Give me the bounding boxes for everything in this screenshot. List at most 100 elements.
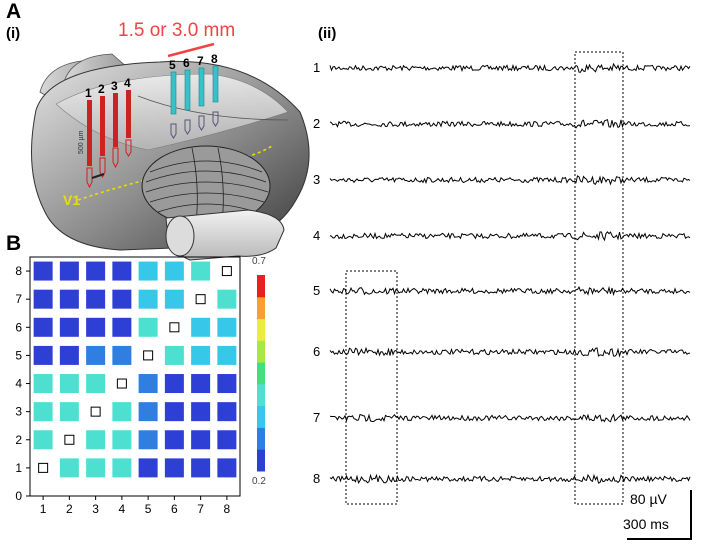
heatmap-cell — [112, 402, 132, 422]
heatmap-cell — [164, 261, 184, 281]
heatmap-cell — [217, 317, 237, 337]
trace-label-4: 4 — [313, 228, 321, 243]
trace-label-2: 2 — [313, 116, 321, 131]
probe-label-7: 7 — [197, 54, 204, 68]
lfp-trace — [329, 346, 691, 358]
colorbar-segment — [257, 449, 265, 472]
heatmap-cell — [86, 374, 106, 394]
colorbar-segment — [257, 383, 265, 407]
v1-boundary — [77, 145, 273, 201]
probe-label-1: 1 — [85, 86, 92, 100]
probe-label-8: 8 — [211, 52, 218, 66]
heatmap-cell — [33, 402, 53, 422]
heatmap-cell — [86, 345, 106, 365]
colorbar-segment — [257, 340, 265, 363]
heatmap-cell — [59, 317, 79, 337]
heatmap-cell — [191, 402, 211, 422]
heatmap-cell — [191, 317, 211, 337]
heatmap-cell — [191, 261, 211, 281]
x-tick-label: 1 — [40, 502, 47, 516]
heatmap-cell — [33, 430, 53, 450]
heatmap-cell — [217, 374, 237, 394]
probe-label-4: 4 — [124, 76, 131, 90]
region-label-v1: V1 — [63, 192, 81, 208]
heatmap-cell — [138, 430, 158, 450]
heatmap-cell — [112, 289, 132, 309]
heatmap-cell — [112, 345, 132, 365]
heatmap-cell — [164, 289, 184, 309]
heatmap-cell — [164, 430, 184, 450]
lfp-trace — [329, 119, 691, 129]
heatmap-cell — [33, 345, 53, 365]
lfp-trace — [329, 175, 691, 186]
heatmap-cell — [138, 289, 158, 309]
heatmap-cell — [33, 289, 53, 309]
lfp-trace — [329, 285, 691, 297]
probe-label-6: 6 — [183, 56, 190, 70]
heatmap-cell — [86, 317, 106, 337]
heatmap-cell — [33, 261, 53, 281]
probe-label-2: 2 — [98, 82, 105, 96]
y-tick-label: 0 — [15, 489, 22, 503]
trace-label-6: 6 — [313, 344, 321, 359]
y-tick-label: 1 — [15, 461, 22, 475]
lfp-trace — [329, 231, 691, 242]
lfp-trace — [329, 413, 691, 423]
y-tick-label: 3 — [15, 405, 22, 419]
heatmap-cell — [191, 345, 211, 365]
trace-label-8: 8 — [313, 471, 321, 486]
colorbar-segment — [257, 296, 265, 320]
y-tick-label: 7 — [15, 292, 22, 306]
heatmap-cell — [138, 317, 158, 337]
y-tick-label: 6 — [15, 320, 22, 334]
heatmap-cell — [112, 458, 132, 478]
heatmap-cell — [191, 458, 211, 478]
depth-bar — [167, 42, 215, 58]
heatmap-cell — [112, 261, 132, 281]
probe-label-5: 5 — [169, 58, 176, 72]
heatmap-diagonal-cell — [90, 406, 101, 417]
heatmap-cell — [59, 374, 79, 394]
heatmap-cell — [217, 289, 237, 309]
panel-a-ii-label: (ii) — [318, 25, 337, 42]
heatmap-cell — [59, 289, 79, 309]
heatmap-cell — [112, 430, 132, 450]
highlight-box-early — [345, 270, 398, 505]
trace-label-1: 1 — [313, 60, 321, 75]
heatmap-cell — [86, 458, 106, 478]
colorbar-segment — [257, 362, 265, 385]
heatmap-cell — [191, 430, 211, 450]
heatmap-cell — [86, 430, 106, 450]
trace-label-3: 3 — [313, 172, 321, 187]
panel-b-letter: B — [6, 232, 22, 255]
heatmap-cell — [217, 345, 237, 365]
heatmap-cell — [86, 261, 106, 281]
x-tick-label: 8 — [224, 502, 231, 516]
heatmap-cell — [217, 430, 237, 450]
heatmap-diagonal-cell — [38, 462, 49, 473]
heatmap-cell — [33, 374, 53, 394]
heatmap-cell — [164, 345, 184, 365]
trace-label-5: 5 — [313, 283, 321, 298]
colorbar-max-label: 0.7 — [252, 256, 266, 267]
lfp-trace — [329, 473, 691, 484]
x-tick-label: 4 — [119, 502, 126, 516]
y-tick-label: 5 — [15, 348, 22, 362]
x-tick-label: 5 — [145, 502, 152, 516]
trace-label-7: 7 — [313, 410, 321, 425]
heatmap-diagonal-cell — [195, 294, 206, 305]
y-tick-label: 2 — [15, 433, 22, 447]
heatmap-cell — [86, 289, 106, 309]
scale-bar-time-label: 300 ms — [623, 516, 669, 532]
heatmap-cell — [59, 402, 79, 422]
heatmap-cell — [138, 261, 158, 281]
depth-annotation: 1.5 or 3.0 mm — [118, 20, 236, 41]
lfp-trace — [329, 62, 691, 73]
heatmap-cell — [138, 374, 158, 394]
colorbar-segment — [257, 318, 265, 341]
colorbar-segment — [257, 275, 265, 298]
y-tick-label: 8 — [15, 264, 22, 278]
heatmap-diagonal-cell — [221, 266, 232, 277]
